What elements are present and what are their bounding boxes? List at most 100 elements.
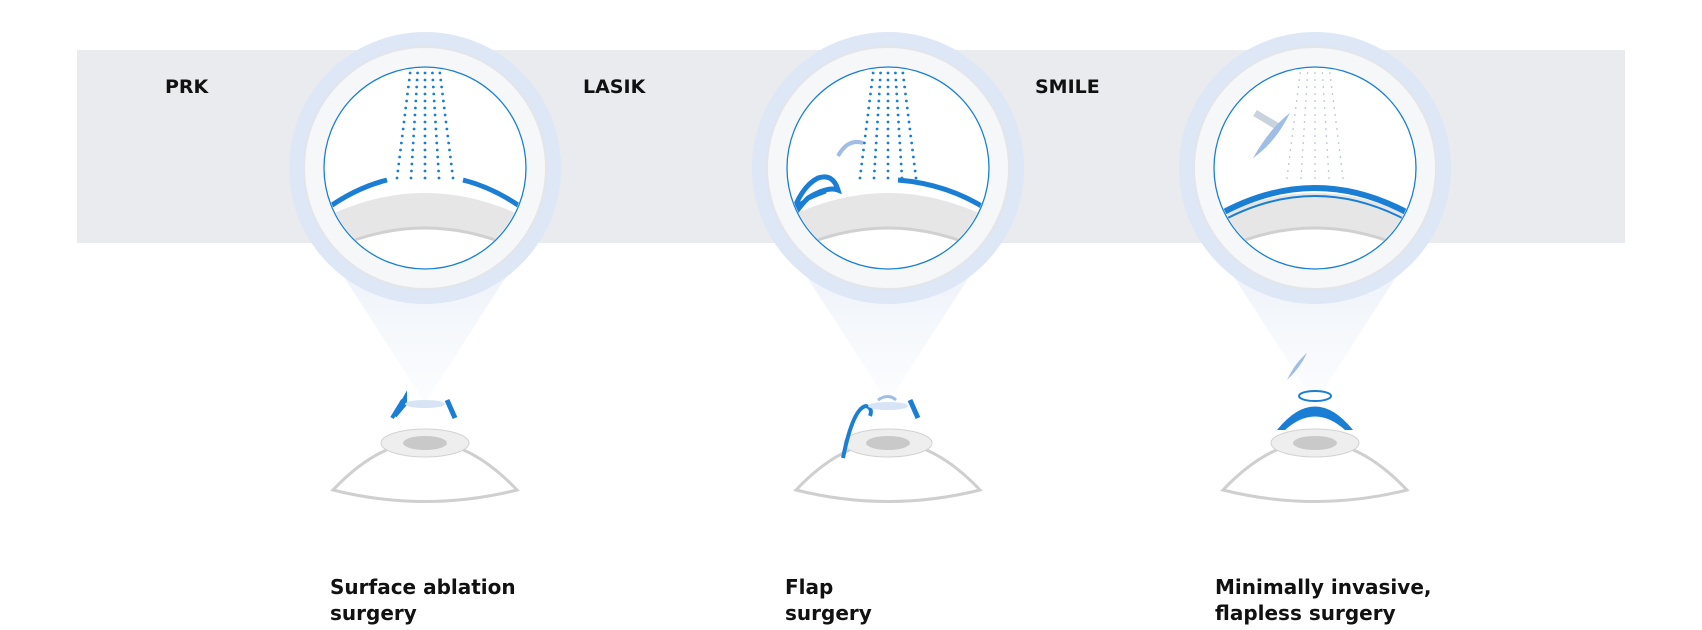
laser-dot xyxy=(1288,156,1291,158)
laser-dot xyxy=(870,78,874,82)
laser-dot xyxy=(439,78,443,82)
laser-dot xyxy=(1306,79,1308,81)
laser-dot xyxy=(1329,72,1331,74)
laser-dot xyxy=(1314,135,1316,137)
laser-dot xyxy=(423,148,427,152)
laser-dot xyxy=(423,169,427,173)
laser-dot xyxy=(1300,170,1303,172)
laser-dot xyxy=(865,120,869,124)
laser-dot xyxy=(1339,156,1342,158)
laser-dot xyxy=(1314,121,1316,123)
laser-dot xyxy=(431,71,434,75)
laser-dot xyxy=(408,71,412,75)
laser-dot xyxy=(423,120,427,124)
laser-dot xyxy=(876,113,880,117)
laser-dot xyxy=(1290,142,1293,144)
laser-dot xyxy=(400,134,404,138)
laser-dot xyxy=(910,141,914,145)
laser-dot xyxy=(897,127,901,131)
laser-dot xyxy=(1324,121,1327,123)
laser-dot xyxy=(871,71,875,75)
laser-dot xyxy=(913,169,917,173)
laser-dot xyxy=(415,85,419,89)
laser-dot xyxy=(886,120,890,124)
laser-dot xyxy=(894,78,898,82)
laser-dot xyxy=(446,134,450,138)
laser-dot xyxy=(1325,135,1328,137)
laser-dot xyxy=(412,127,416,131)
laser-dot xyxy=(432,92,436,96)
laser-dot xyxy=(886,148,890,152)
laser-dot xyxy=(1297,86,1300,88)
laser-dot xyxy=(410,155,414,159)
laser-dot xyxy=(414,92,418,96)
caption-lasik-line1: Flap xyxy=(785,575,833,599)
laser-dot xyxy=(1296,93,1299,95)
laser-dot xyxy=(877,99,881,103)
laser-dot xyxy=(423,71,427,75)
laser-dot xyxy=(1314,114,1316,116)
laser-dot xyxy=(878,78,882,82)
laser-dot xyxy=(912,162,916,166)
laser-dot xyxy=(434,134,438,138)
laser-dot xyxy=(1326,149,1329,151)
laser-dot xyxy=(433,113,437,117)
laser-dot xyxy=(1338,149,1341,151)
laser-dot xyxy=(1336,128,1338,130)
laser-dot xyxy=(1295,100,1298,102)
laser-dot xyxy=(423,162,427,166)
laser-dot xyxy=(438,71,442,75)
laser-dot xyxy=(901,71,905,75)
laser-dot xyxy=(875,134,879,138)
laser-dot xyxy=(1298,79,1301,81)
laser-dot xyxy=(410,169,413,173)
laser-dot xyxy=(886,127,890,131)
laser-dot xyxy=(1325,128,1327,130)
laser-dot xyxy=(451,176,455,180)
laser-dot xyxy=(866,113,870,117)
laser-dot xyxy=(904,99,908,103)
laser-dot xyxy=(401,127,405,131)
laser-dot xyxy=(406,85,410,89)
laser-dot xyxy=(899,162,903,166)
procedure-title-smile: SMILE xyxy=(1035,76,1100,98)
laser-dot xyxy=(1314,177,1316,179)
laser-dot xyxy=(1326,142,1328,144)
laser-dot xyxy=(1330,86,1333,88)
laser-dot xyxy=(914,176,918,180)
laser-dot xyxy=(896,106,900,110)
laser-dot xyxy=(1303,128,1305,130)
laser-dot xyxy=(1329,79,1332,81)
laser-dot xyxy=(395,176,399,180)
laser-dot xyxy=(435,141,439,145)
laser-dot xyxy=(1291,135,1294,137)
laser-dot xyxy=(1294,114,1296,116)
laser-dot xyxy=(864,127,868,131)
laser-dot xyxy=(909,134,913,138)
laser-dot xyxy=(448,155,452,159)
laser-dot xyxy=(399,148,402,152)
laser-dot xyxy=(1304,107,1307,109)
laser-dot xyxy=(886,169,890,173)
laser-dot xyxy=(431,78,435,82)
procedure-title-prk: PRK xyxy=(165,76,210,98)
laser-dot xyxy=(437,169,440,173)
laser-dot xyxy=(407,78,411,82)
laser-dot xyxy=(414,99,418,103)
laser-dot xyxy=(404,106,408,110)
laser-dot xyxy=(886,141,890,145)
laser-dot xyxy=(886,134,890,138)
laser-dot xyxy=(423,113,427,117)
laser-dot xyxy=(1293,121,1295,123)
laser-dot xyxy=(437,176,441,180)
laser-dot xyxy=(431,85,435,89)
laser-dot xyxy=(1336,135,1339,137)
laser-dot xyxy=(411,141,415,145)
laser-dot xyxy=(434,120,437,124)
laser-dot xyxy=(416,71,419,75)
laser-dot xyxy=(445,127,449,131)
laser-dot xyxy=(908,127,912,131)
laser-dot xyxy=(897,120,900,124)
laser-dot xyxy=(432,99,436,103)
prk-illustration xyxy=(289,32,561,503)
